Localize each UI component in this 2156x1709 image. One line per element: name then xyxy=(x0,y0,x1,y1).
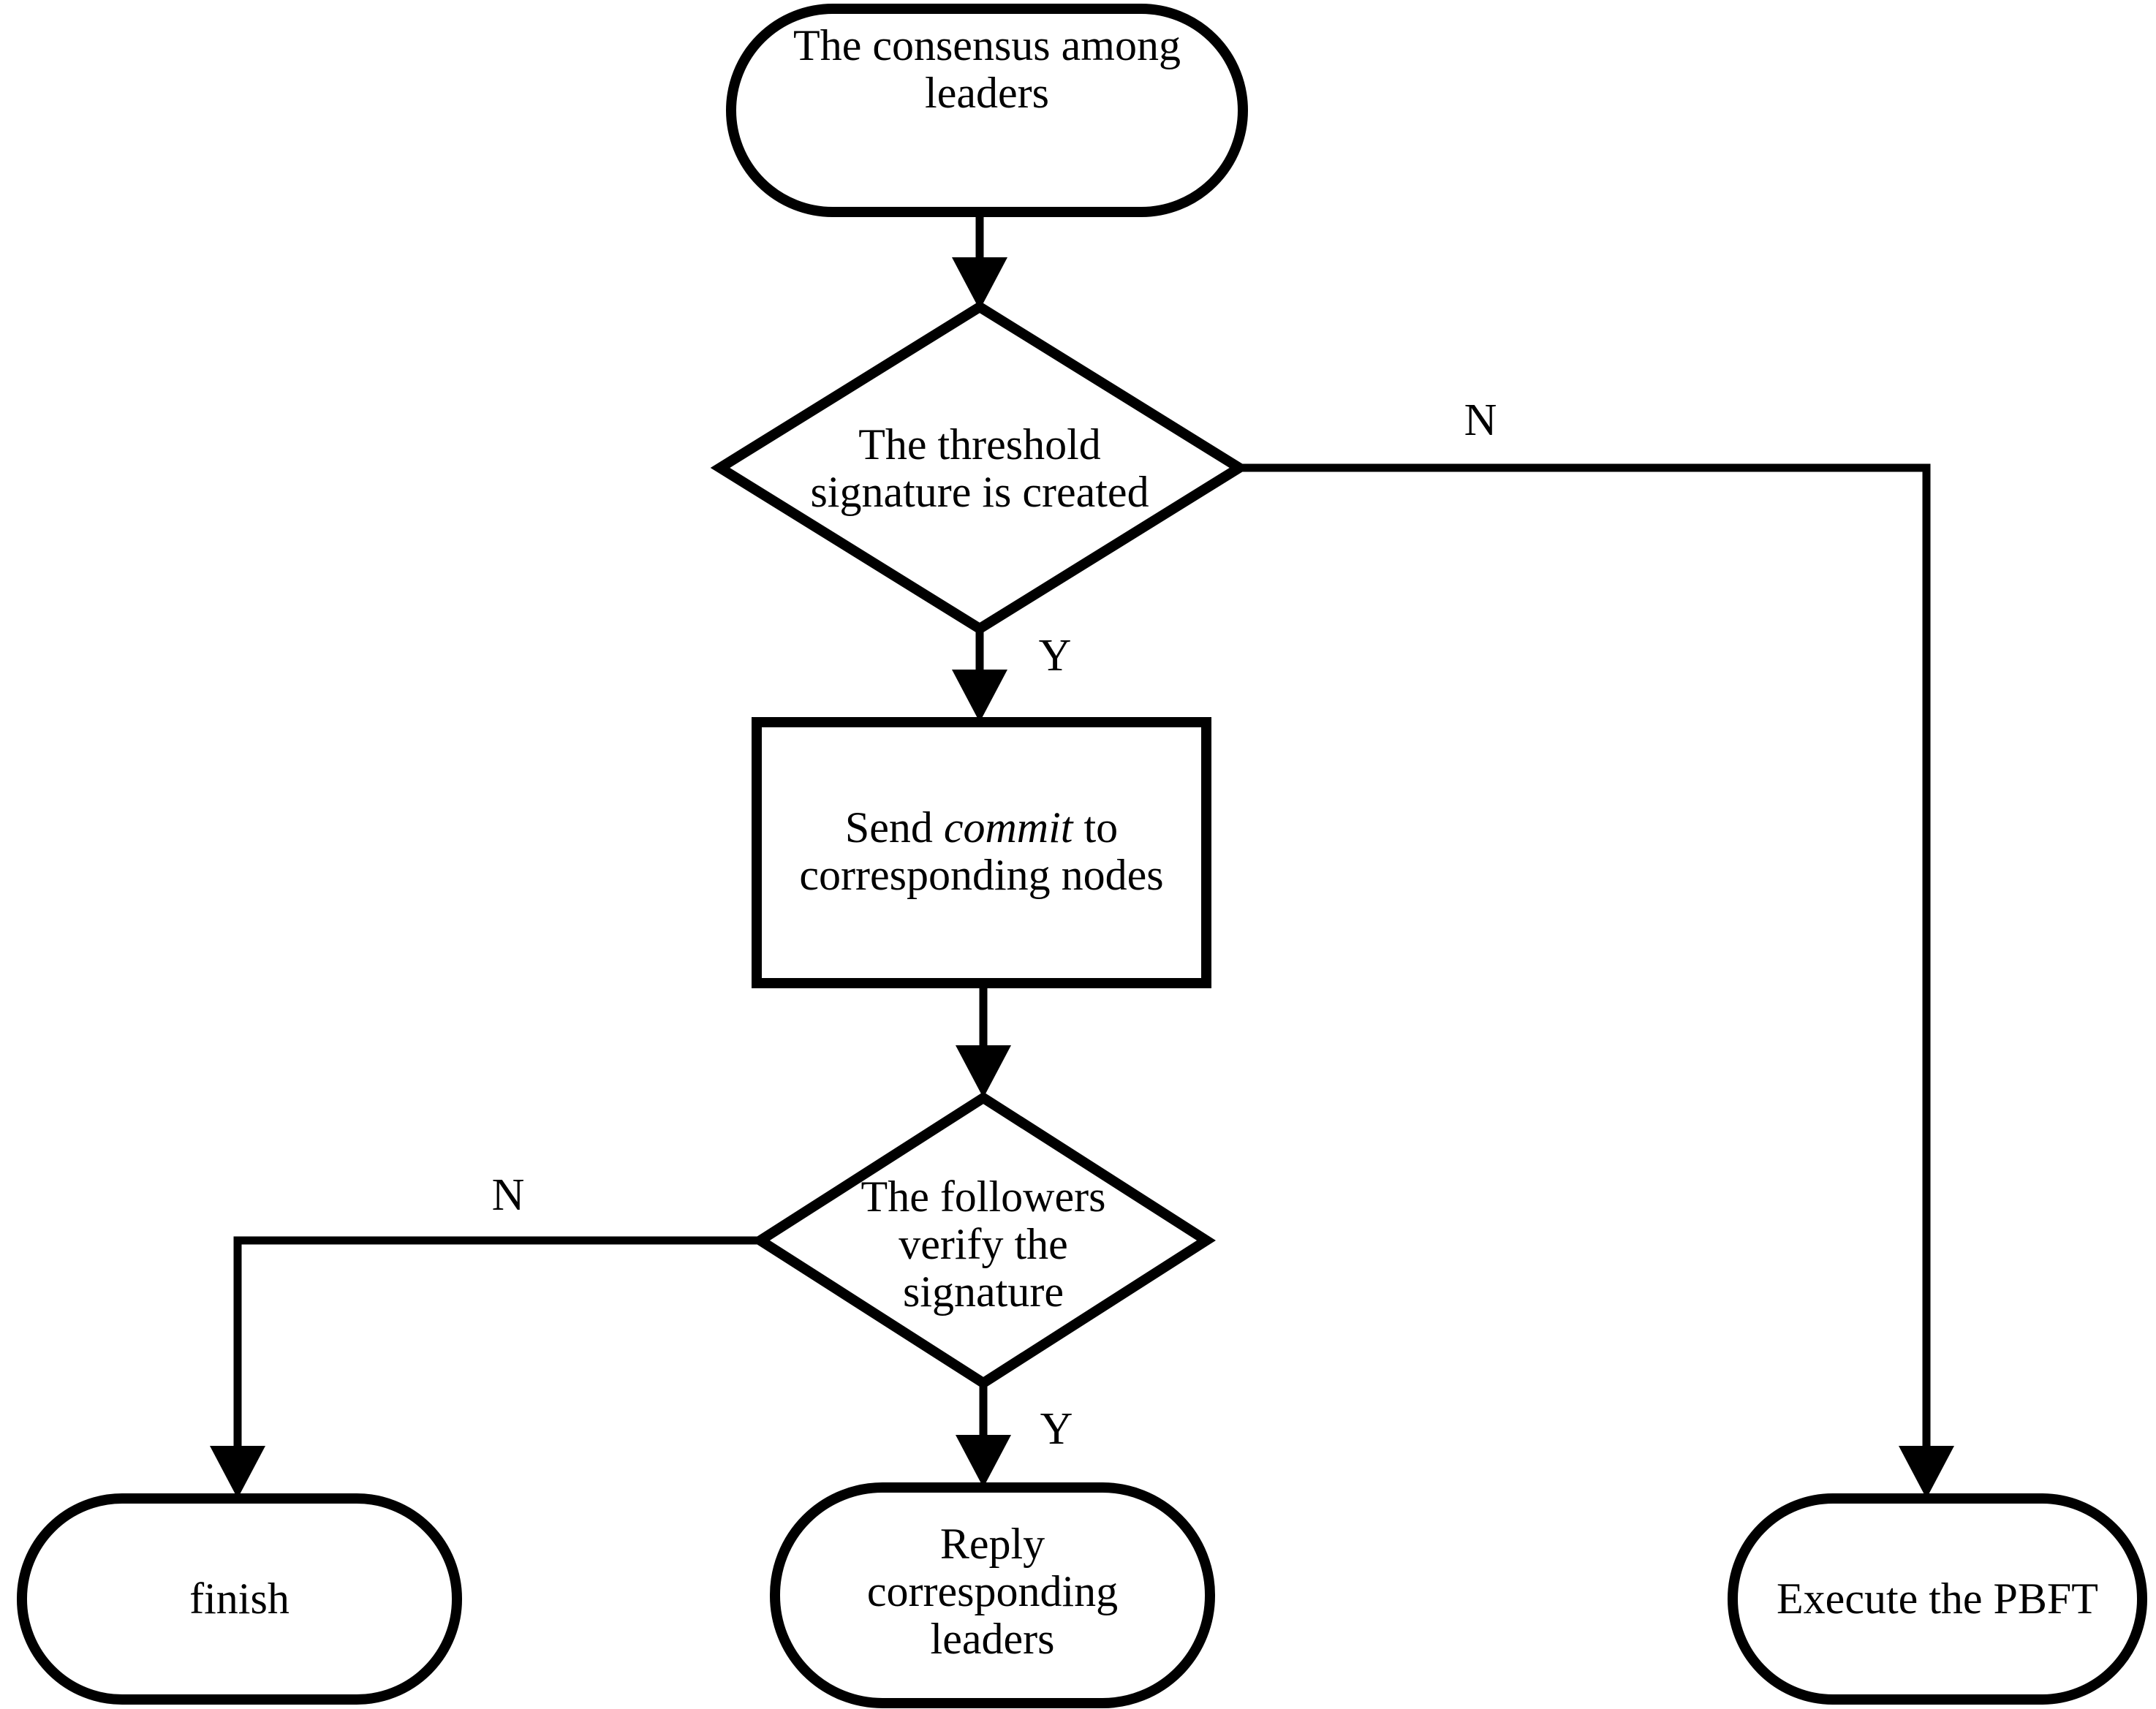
edge-threshold-yes-to-process xyxy=(952,629,1007,722)
node-start-shape[interactable] xyxy=(726,4,1248,217)
edge-label-threshold-no: N xyxy=(1464,395,1497,445)
arrow-head-icon xyxy=(210,1446,265,1498)
arrow-head-icon xyxy=(952,670,1007,722)
edge-start-to-threshold xyxy=(952,212,1007,310)
edge-label-verify-no: N xyxy=(491,1170,525,1220)
edge-label-verify-yes: Y xyxy=(1040,1404,1073,1454)
edge-verify-yes-to-reply xyxy=(956,1383,1011,1488)
edge-verify-no-to-finish xyxy=(210,1236,760,1498)
arrow-head-icon xyxy=(1899,1446,1954,1498)
arrow-head-icon xyxy=(952,257,1007,310)
edge-process-to-verify xyxy=(956,983,1011,1098)
node-pbft-shape[interactable] xyxy=(1728,1493,2147,1705)
node-decision-threshold-shape[interactable] xyxy=(710,300,1249,635)
edge-label-threshold-yes: Y xyxy=(1038,631,1072,681)
node-reply-shape[interactable] xyxy=(770,1482,1215,1708)
arrow-head-icon xyxy=(956,1045,1011,1098)
arrow-head-icon xyxy=(956,1435,1011,1488)
node-process-send-commit-shape[interactable] xyxy=(752,717,1211,988)
node-decision-verify-shape[interactable] xyxy=(751,1091,1216,1390)
node-finish-shape[interactable] xyxy=(17,1493,462,1705)
edge-threshold-no-to-pbft xyxy=(1239,463,1954,1498)
